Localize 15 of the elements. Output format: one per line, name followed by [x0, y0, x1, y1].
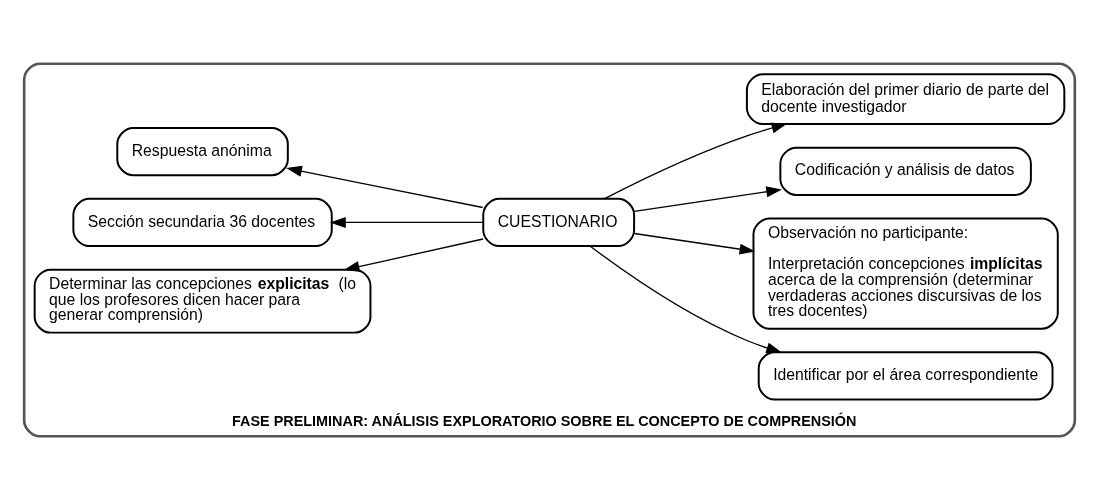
node-box: Identificar por el área correspondiente: [757, 351, 1054, 401]
arrow: [286, 165, 484, 209]
arrow: [633, 186, 782, 213]
node-box: Elaboración del primer diario de parte del docente investigador: [745, 73, 1066, 126]
arrow: [633, 232, 756, 255]
arrow: [603, 122, 788, 200]
node-box: Determinar las concepciones explicitas (lo que los profesores dicen hacer para generar comprensión): [33, 268, 372, 334]
node-box: Observación no participante: Interpretación concepciones implícitas acerca de la comprensión (determinar verdaderas acciones discursivas de los tres docentes): [752, 217, 1059, 330]
node-box: Codificación y análisis de datos: [779, 146, 1032, 196]
arrow: [343, 238, 484, 272]
node-box: Respuesta anónima: [116, 127, 289, 177]
arrow: [330, 216, 484, 228]
arrow: [589, 245, 783, 354]
node-box: CUESTIONARIO: [482, 197, 636, 248]
node-box: Sección secundaria 36 docentes: [72, 197, 333, 248]
